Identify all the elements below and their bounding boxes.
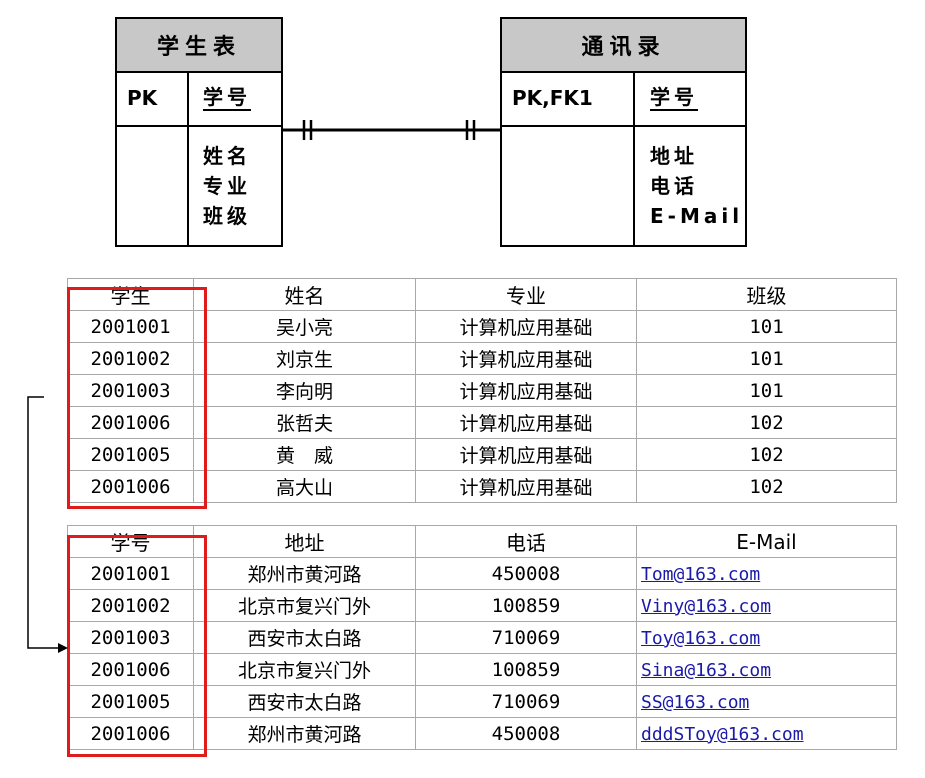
contact-attribute: 电话 (650, 174, 698, 198)
table-cell: 102 (636, 438, 897, 471)
table-cell: 刘京生 (193, 342, 416, 375)
table-row: 2001006 北京市复兴门外 100859 Sina@163.com (67, 653, 897, 686)
table-cell: Sina@163.com (636, 653, 897, 686)
table-cell: 2001003 (67, 621, 194, 654)
table-cell: 450008 (415, 557, 637, 590)
table-cell: 北京市复兴门外 (193, 653, 416, 686)
table-cell: 101 (636, 374, 897, 407)
table-cell: 西安市太白路 (193, 685, 416, 718)
table-cell: 计算机应用基础 (415, 470, 637, 503)
student-attribute: 姓名 (203, 144, 251, 168)
contact-entity-title: 通讯录 (502, 19, 745, 73)
table-cell: 计算机应用基础 (415, 374, 637, 407)
student-entity-divider (187, 71, 189, 245)
student-entity-title: 学生表 (117, 19, 281, 73)
column-header: 班级 (636, 278, 897, 311)
student-entity-key-field: 学号 (203, 71, 251, 125)
email-link[interactable]: SS@163.com (641, 691, 750, 713)
table-cell: SS@163.com (636, 685, 897, 718)
contact-entity-key-field: 学号 (650, 71, 698, 125)
table-cell: 2001001 (67, 557, 194, 590)
column-header: E-Mail (636, 525, 897, 558)
table-cell: 计算机应用基础 (415, 406, 637, 439)
foreign-key-arrow (27, 396, 68, 653)
table-cell: dddSToy@163.com (636, 717, 897, 750)
table-cell: 100859 (415, 589, 637, 622)
table-cell: 710069 (415, 685, 637, 718)
email-link[interactable]: Toy@163.com (641, 627, 761, 649)
relationship-connector (283, 120, 500, 140)
table-cell: 计算机应用基础 (415, 438, 637, 471)
table-cell: 高大山 (193, 470, 416, 503)
table-cell: 郑州市黄河路 (193, 717, 416, 750)
table-cell: 吴小亮 (193, 310, 416, 343)
table-cell: 100859 (415, 653, 637, 686)
contact-attribute: E-Mail (650, 204, 744, 228)
student-attribute: 班级 (203, 204, 251, 228)
table-cell: 450008 (415, 717, 637, 750)
table-cell: 102 (636, 470, 897, 503)
table-cell: 西安市太白路 (193, 621, 416, 654)
table-cell: 101 (636, 342, 897, 375)
table-cell: 张哲夫 (193, 406, 416, 439)
column-header: 地址 (193, 525, 416, 558)
table-cell: 101 (636, 310, 897, 343)
student-table: 学生 姓名 专业 班级 2001001 吴小亮 计算机应用基础 101 2001… (67, 278, 897, 503)
table-cell: 2001002 (67, 589, 194, 622)
student-entity-pk-row (117, 71, 281, 127)
contact-attribute: 地址 (650, 144, 698, 168)
contact-entity: 通讯录 PK,FK1 学号 地址 电话 E-Mail (500, 17, 747, 247)
email-link[interactable]: Tom@163.com (641, 563, 761, 585)
table-row: 2001006 高大山 计算机应用基础 102 (67, 470, 897, 503)
table-cell: Tom@163.com (636, 557, 897, 590)
contact-table: 学号 地址 电话 E-Mail 2001001 郑州市黄河路 450008 To… (67, 525, 897, 750)
table-cell: Viny@163.com (636, 589, 897, 622)
table-row: 2001001 吴小亮 计算机应用基础 101 (67, 310, 897, 343)
table-row: 2001006 张哲夫 计算机应用基础 102 (67, 406, 897, 439)
student-entity-pk-label: PK (127, 86, 158, 110)
table-row: 2001005 西安市太白路 710069 SS@163.com (67, 685, 897, 718)
student-entity-attributes: 姓名 专业 班级 (203, 141, 251, 231)
table-cell: 710069 (415, 621, 637, 654)
column-header: 电话 (415, 525, 637, 558)
contact-entity-pk-label: PK,FK1 (512, 86, 593, 110)
email-link[interactable]: Viny@163.com (641, 595, 772, 617)
table-cell: 郑州市黄河路 (193, 557, 416, 590)
contact-entity-attributes: 地址 电话 E-Mail (650, 141, 743, 231)
table-cell: 2001006 (67, 406, 194, 439)
column-header: 姓名 (193, 278, 416, 311)
student-key-text: 学号 (203, 85, 251, 111)
table-cell: 北京市复兴门外 (193, 589, 416, 622)
table-cell: 2001006 (67, 717, 194, 750)
table-cell: 102 (636, 406, 897, 439)
contact-key-text: 学号 (650, 85, 698, 111)
contact-id-highlight (67, 535, 207, 757)
table-header-row: 学号 地址 电话 E-Mail (67, 525, 897, 558)
contact-entity-pk-row (502, 71, 745, 127)
table-cell: 2001006 (67, 470, 194, 503)
student-id-highlight (67, 287, 207, 509)
student-attribute: 专业 (203, 174, 251, 198)
table-cell: 计算机应用基础 (415, 310, 637, 343)
email-link[interactable]: dddSToy@163.com (641, 723, 804, 745)
table-cell: Toy@163.com (636, 621, 897, 654)
table-row: 2001003 李向明 计算机应用基础 101 (67, 374, 897, 407)
table-cell: 2001001 (67, 310, 194, 343)
table-cell: 黄 威 (193, 438, 416, 471)
student-entity: 学生表 PK 学号 姓名 专业 班级 (115, 17, 283, 247)
table-cell: 计算机应用基础 (415, 342, 637, 375)
table-cell: 李向明 (193, 374, 416, 407)
column-header: 专业 (415, 278, 637, 311)
contact-entity-divider (633, 71, 635, 245)
table-row: 2001003 西安市太白路 710069 Toy@163.com (67, 621, 897, 654)
table-row: 2001002 刘京生 计算机应用基础 101 (67, 342, 897, 375)
email-link[interactable]: Sina@163.com (641, 659, 772, 681)
table-row: 2001001 郑州市黄河路 450008 Tom@163.com (67, 557, 897, 590)
table-row: 2001006 郑州市黄河路 450008 dddSToy@163.com (67, 717, 897, 750)
